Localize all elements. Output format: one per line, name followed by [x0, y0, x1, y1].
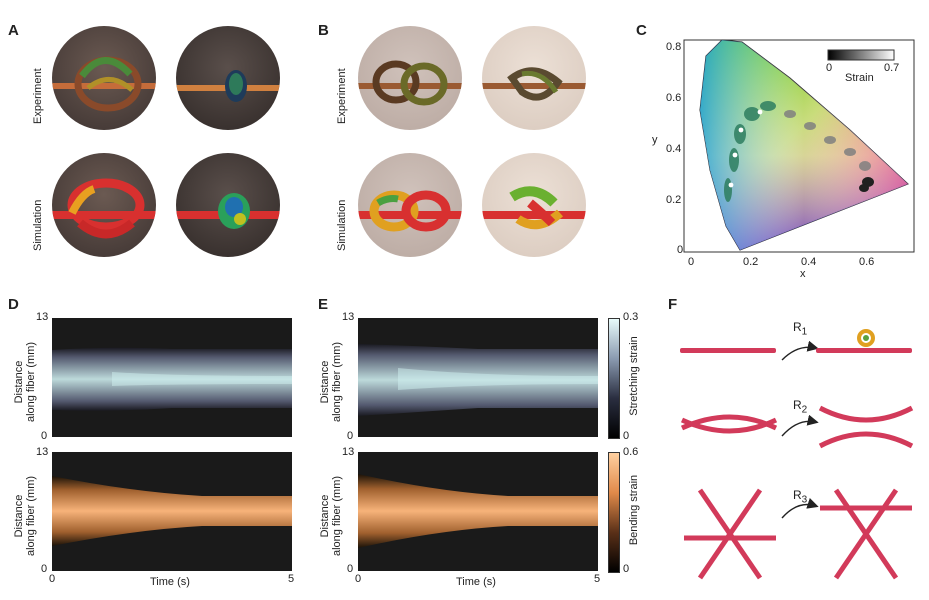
- e-top-ytick-13: 13: [342, 311, 355, 323]
- e-top-ytick-0: 0: [347, 430, 354, 442]
- d-xtick-5: 5: [288, 573, 295, 585]
- c-ytick-0-8: 0.8: [666, 41, 682, 53]
- stretching-colorbar-min: 0: [623, 430, 630, 442]
- d-top-ytick-13: 13: [36, 311, 49, 323]
- stretching-colorbar-max: 0.3: [623, 311, 639, 323]
- row-label-experiment-a: Experiment: [32, 68, 44, 124]
- f-label-r2: R2: [793, 398, 808, 416]
- c-ytick-0-2: 0.2: [666, 194, 682, 206]
- f-label-r1: R1: [793, 320, 808, 338]
- heatmap-e-bending: [358, 452, 598, 571]
- f-label-r3: R3: [793, 488, 808, 506]
- e-bottom-ytick-0: 0: [347, 563, 354, 575]
- c-xtick-0-4: 0.4: [801, 256, 817, 268]
- c-ytick-0: 0: [677, 244, 684, 256]
- photo-fig8-experiment-1: [358, 26, 462, 130]
- render-fig8-simulation-2: [482, 153, 586, 257]
- d-top-ytick-0: 0: [41, 430, 48, 442]
- row-label-simulation-a: Simulation: [32, 199, 44, 251]
- d-xlabel: Time (s): [150, 576, 190, 588]
- heatmap-e-stretching: [358, 318, 598, 437]
- c-xtick-0-6: 0.6: [859, 256, 875, 268]
- d-xtick-0: 0: [49, 573, 56, 585]
- panel-label-d: D: [8, 296, 19, 313]
- c-xtick-0: 0: [688, 256, 695, 268]
- panel-label-b: B: [318, 22, 329, 39]
- heatmap-d-stretching: [52, 318, 292, 437]
- panel-label-f: F: [668, 296, 678, 313]
- panel-label-c: C: [636, 22, 647, 39]
- bending-colorbar-label: Bending strain: [628, 474, 640, 546]
- c-colorbar-min: 0: [826, 62, 833, 74]
- photo-knot-experiment-1: [52, 26, 156, 130]
- c-colorbar-label: Strain: [845, 72, 874, 84]
- stretching-colorbar-label: Stretching strain: [628, 336, 640, 416]
- chromaticity-plot: [683, 39, 915, 253]
- row-label-simulation-b: Simulation: [336, 199, 348, 251]
- c-xlabel: x: [800, 268, 806, 280]
- c-ytick-0-6: 0.6: [666, 92, 682, 104]
- bending-colorbar-min: 0: [623, 563, 630, 575]
- panel-label-e: E: [318, 296, 329, 313]
- photo-knot-experiment-2: [176, 26, 280, 130]
- row-label-experiment-b: Experiment: [336, 68, 348, 124]
- e-xtick-5: 5: [594, 573, 601, 585]
- d-bottom-ytick-0: 0: [41, 563, 48, 575]
- strain-colorbar: [827, 49, 895, 61]
- c-xtick-0-2: 0.2: [743, 256, 759, 268]
- bending-colorbar: [608, 452, 620, 573]
- d-bottom-ytick-13: 13: [36, 446, 49, 458]
- panel-label-a: A: [8, 22, 19, 39]
- bending-colorbar-max: 0.6: [623, 446, 639, 458]
- c-colorbar-max: 0.7: [884, 62, 900, 74]
- photo-fig8-experiment-2: [482, 26, 586, 130]
- heatmap-d-bending: [52, 452, 292, 571]
- reidemeister-moves-diagram: [680, 329, 914, 580]
- render-fig8-simulation-1: [358, 153, 462, 257]
- c-ylabel: y: [652, 134, 658, 146]
- e-xlabel: Time (s): [456, 576, 496, 588]
- stretching-colorbar: [608, 318, 620, 439]
- render-knot-simulation-2: [176, 153, 280, 257]
- e-xtick-0: 0: [355, 573, 362, 585]
- render-knot-simulation-1: [52, 153, 156, 257]
- c-ytick-0-4: 0.4: [666, 143, 682, 155]
- e-bottom-ytick-13: 13: [342, 446, 355, 458]
